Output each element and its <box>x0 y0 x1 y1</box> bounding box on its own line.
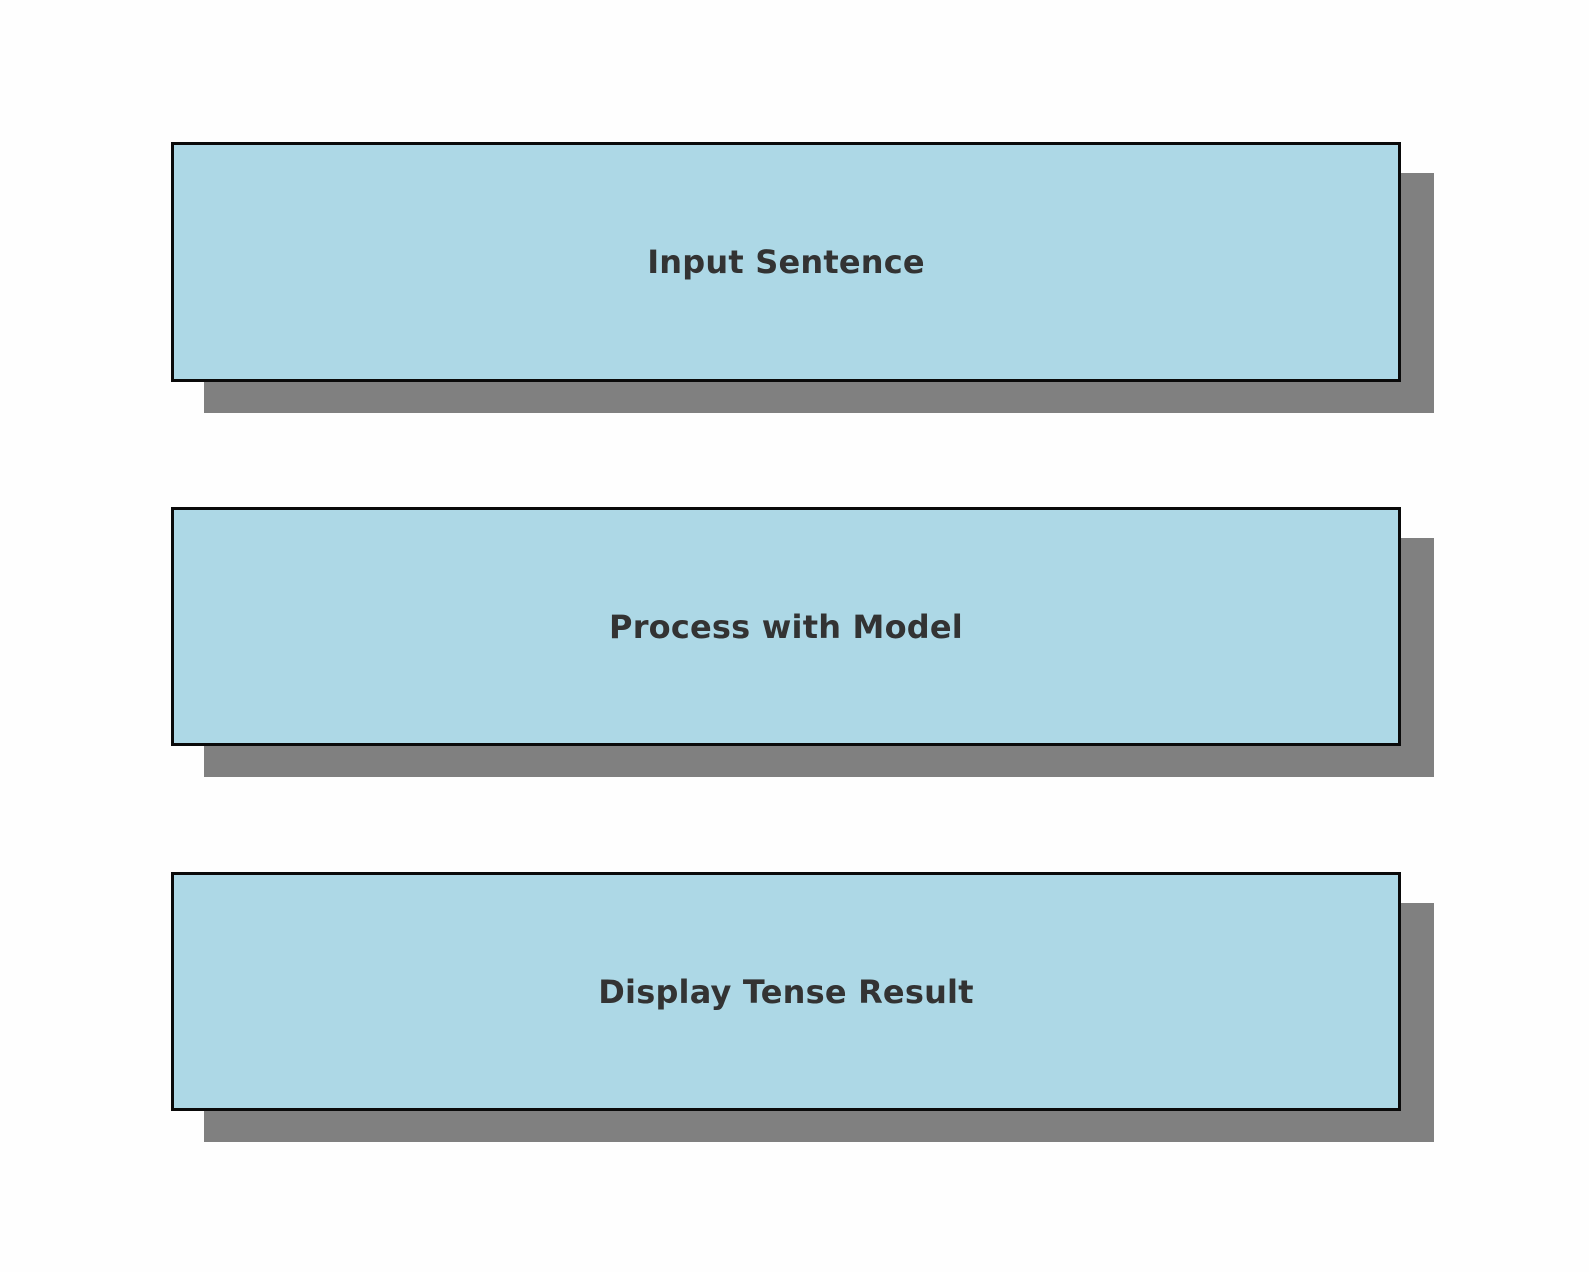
node-label: Input Sentence <box>647 243 925 281</box>
node-box[interactable]: Input Sentence <box>171 142 1401 382</box>
node-box[interactable]: Process with Model <box>171 507 1401 746</box>
node-box[interactable]: Display Tense Result <box>171 872 1401 1111</box>
node-label: Display Tense Result <box>598 972 974 1011</box>
node-label: Process with Model <box>609 607 963 646</box>
